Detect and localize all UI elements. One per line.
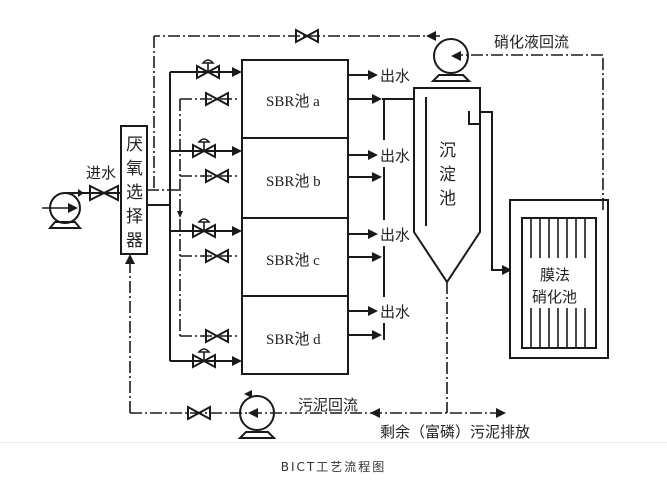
inlet-pump-icon bbox=[42, 192, 83, 229]
sludge-return-valve-icon[interactable] bbox=[187, 405, 211, 421]
effluent-label: 出水 bbox=[380, 226, 410, 244]
sludge-return-pump-icon bbox=[237, 390, 277, 439]
valve-icon[interactable] bbox=[205, 91, 229, 107]
sbr-tank-c-label: SBR池 c bbox=[266, 252, 320, 269]
anaerobic-selector-char: 器 bbox=[126, 231, 143, 251]
nitrified-recycle-label: 硝化液回流 bbox=[494, 33, 569, 51]
motorized-valve-icon[interactable] bbox=[192, 218, 216, 239]
feed-branch-a bbox=[170, 67, 242, 77]
anaerobic-selector-char: 择 bbox=[126, 207, 143, 227]
excess-sludge-label: 剩余（富磷）污泥排放 bbox=[380, 423, 530, 441]
figure-caption: BICT工艺流程图 bbox=[280, 460, 387, 474]
sludge-return-label: 污泥回流 bbox=[298, 396, 358, 414]
sbr-tank-a bbox=[241, 59, 349, 139]
settling-tank bbox=[413, 87, 481, 284]
anaerobic-selector-char: 厌 bbox=[126, 135, 143, 155]
sbr-tank-a-label: SBR池 a bbox=[266, 93, 320, 110]
effluent-label: 出水 bbox=[380, 147, 410, 165]
settling-tank-char: 沉 bbox=[439, 141, 456, 161]
inlet-valve-icon[interactable] bbox=[89, 184, 119, 202]
divider bbox=[0, 442, 667, 443]
recycle-valve-icon[interactable] bbox=[295, 28, 319, 44]
motorized-valve-icon[interactable] bbox=[196, 59, 220, 80]
valve-icon[interactable] bbox=[205, 248, 229, 264]
effluent-outlets bbox=[348, 70, 378, 316]
settling-tank-char: 淀 bbox=[439, 165, 456, 185]
motorized-valve-icon[interactable] bbox=[192, 138, 216, 159]
effluent-label: 出水 bbox=[380, 67, 410, 85]
settling-tank-char: 池 bbox=[439, 189, 456, 209]
valve-icon[interactable] bbox=[205, 328, 229, 344]
sbr-tank-b-label: SBR池 b bbox=[266, 173, 321, 190]
sbr-tank-d-label: SBR池 d bbox=[266, 331, 321, 348]
anaerobic-selector-char: 氧 bbox=[126, 159, 143, 179]
sbr-discharge-lines bbox=[348, 94, 425, 340]
sbr-tank-b bbox=[241, 137, 349, 219]
motorized-valve-icon[interactable] bbox=[192, 348, 216, 369]
sbr-tank-c bbox=[241, 217, 349, 297]
membrane-tank-label: 膜法 bbox=[540, 266, 570, 284]
anaerobic-selector-char: 选 bbox=[126, 183, 143, 203]
valve-icon[interactable] bbox=[205, 168, 229, 184]
recycle-pump-icon bbox=[430, 38, 472, 82]
sbr-tank-d bbox=[241, 295, 349, 375]
effluent-label: 出水 bbox=[380, 303, 410, 321]
membrane-modules bbox=[530, 218, 586, 348]
inlet-label: 进水 bbox=[86, 164, 116, 182]
membrane-tank-label: 硝化池 bbox=[532, 288, 577, 306]
